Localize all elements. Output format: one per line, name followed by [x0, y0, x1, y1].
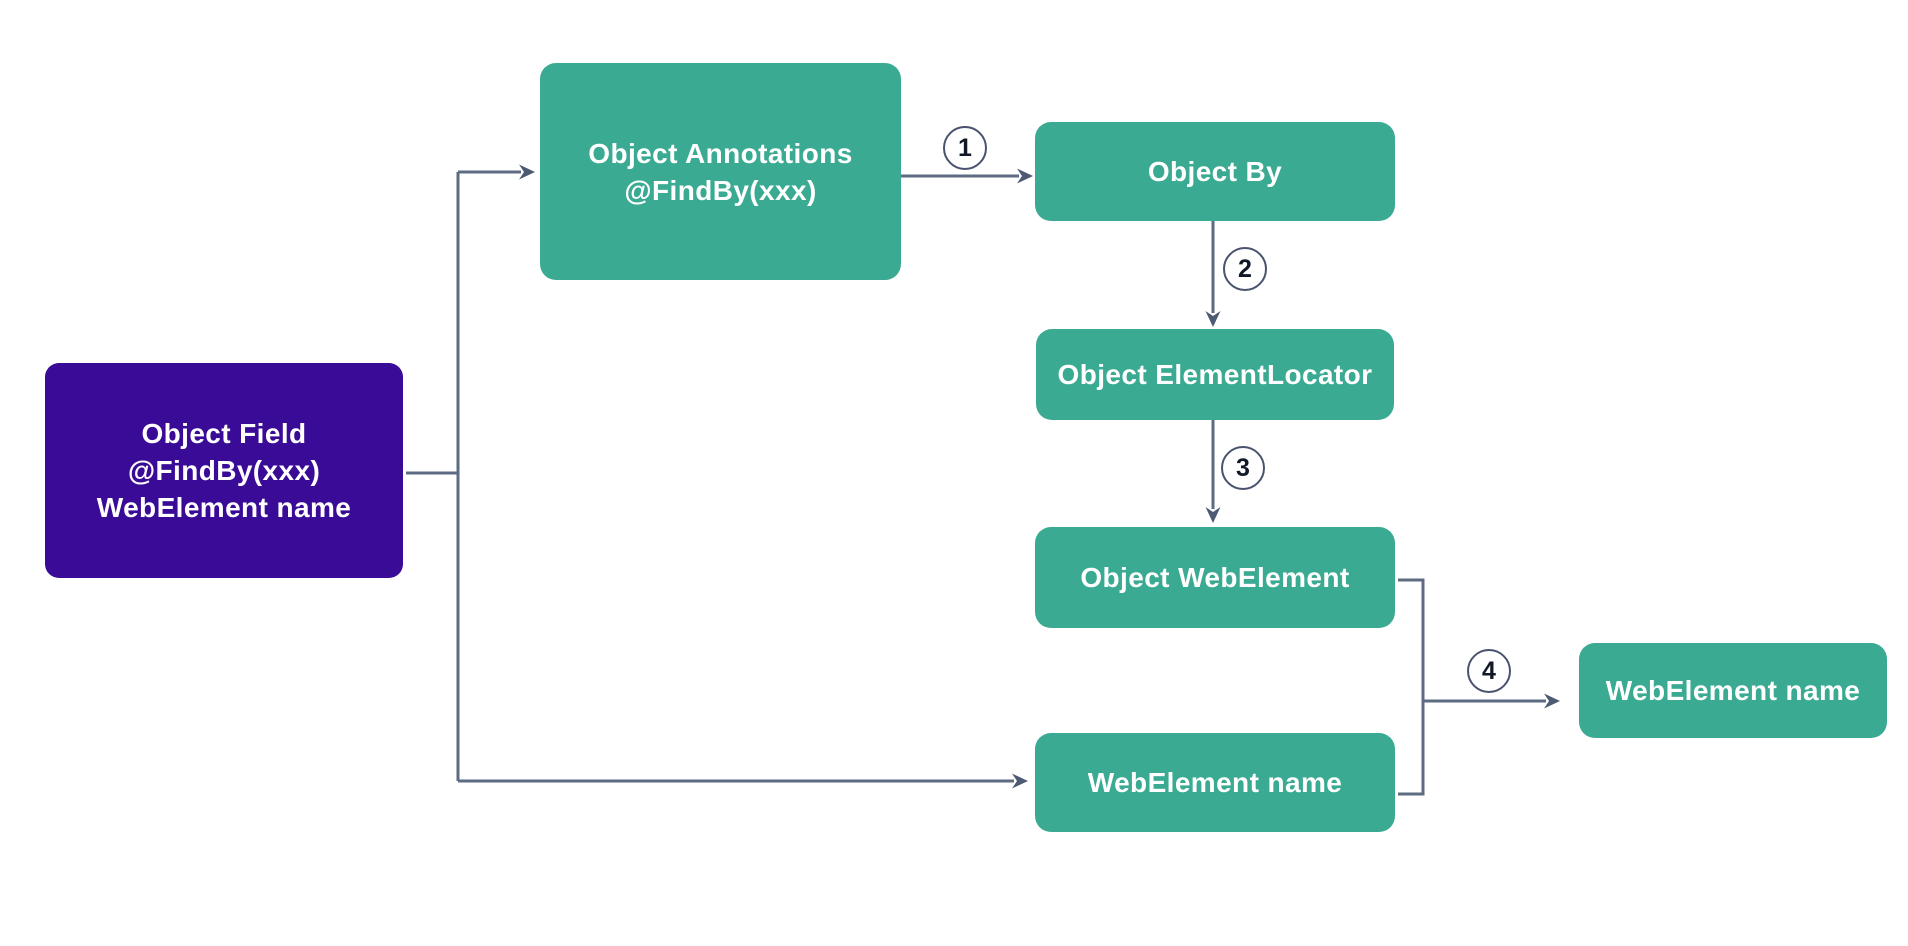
node-object-annotations: Object Annotations @FindBy(xxx): [540, 63, 901, 280]
node-object-element-locator-label: Object ElementLocator: [1057, 359, 1373, 390]
arrowhead-step2: [1205, 311, 1221, 327]
node-web-element-name-mid: WebElement name: [1035, 733, 1395, 832]
node-object-field-line1: Object Field: [141, 418, 307, 449]
step-badge-3: 3: [1221, 446, 1265, 490]
node-object-field: Object Field @FindBy(xxx) WebElement nam…: [45, 363, 403, 578]
node-web-element-name-mid-label: WebElement name: [1087, 767, 1343, 798]
step-badge-4: 4: [1467, 649, 1511, 693]
step-badge-2: 2: [1223, 247, 1267, 291]
node-object-annotations-line2: @FindBy(xxx): [624, 174, 817, 206]
node-object-field-line3: WebElement name: [96, 492, 352, 523]
node-object-element-locator: Object ElementLocator: [1036, 329, 1394, 420]
node-object-web-element: Object WebElement: [1035, 527, 1395, 628]
step-badge-3-number: 3: [1236, 453, 1250, 482]
arrowhead-step4: [1544, 693, 1560, 709]
node-object-web-element-label: Object WebElement: [1080, 562, 1350, 593]
node-object-field-line2: @FindBy(xxx): [127, 455, 321, 486]
node-object-by-label: Object By: [1147, 156, 1283, 187]
arrowhead-step3: [1205, 507, 1221, 523]
arrowhead-to-webelementname: [1012, 773, 1028, 789]
connector-bracket: [1398, 578, 1425, 796]
node-web-element-name-right: WebElement name: [1579, 643, 1887, 738]
node-object-by: Object By: [1035, 122, 1395, 221]
node-web-element-name-right-label: WebElement name: [1605, 675, 1861, 706]
arrowhead-to-annotations: [519, 164, 535, 180]
step-badge-4-number: 4: [1482, 656, 1496, 685]
arrowhead-step1: [1017, 168, 1033, 184]
step-badge-1: 1: [943, 126, 987, 170]
step-badge-2-number: 2: [1238, 254, 1252, 283]
node-object-annotations-line1: Object Annotations: [588, 137, 853, 169]
step-badge-1-number: 1: [958, 133, 972, 162]
